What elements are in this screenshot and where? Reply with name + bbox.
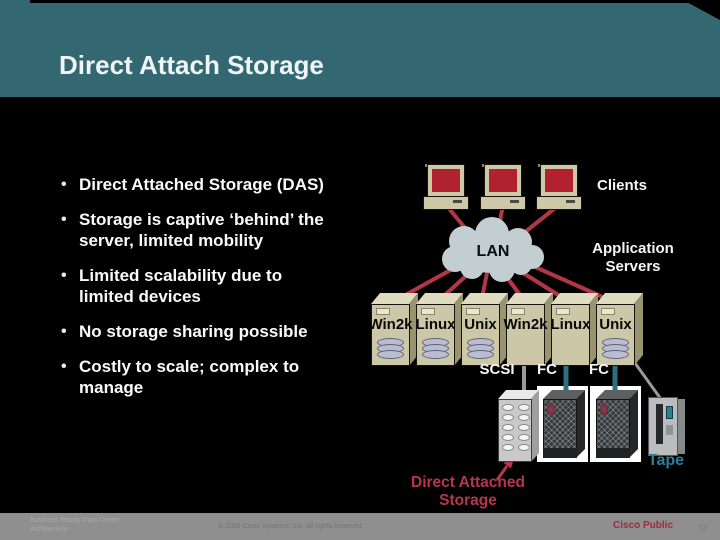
das-callout-line1: Direct Attached bbox=[411, 474, 525, 491]
tape-label: Tape bbox=[647, 452, 685, 469]
bullet-text: No storage sharing possible bbox=[79, 322, 308, 341]
server-side-face bbox=[454, 293, 463, 366]
internal-disk-stack-icon bbox=[467, 338, 494, 359]
das-callout-label: Direct Attached Storage bbox=[400, 474, 536, 510]
bullet-text: Limited scalability due to limited devic… bbox=[79, 266, 283, 306]
fc-label-right: FC bbox=[589, 361, 609, 378]
lan-label: LAN bbox=[476, 243, 510, 260]
client-drive-slot bbox=[566, 200, 575, 203]
client-base bbox=[481, 197, 525, 209]
storage-tower-side-face bbox=[629, 390, 638, 458]
tape-screen bbox=[666, 406, 673, 419]
storage-tower-icon bbox=[596, 390, 638, 458]
storage-tower-side-face bbox=[576, 390, 585, 458]
server-os-label: Linux bbox=[550, 316, 591, 333]
server-side-face bbox=[409, 293, 418, 366]
server-vent-slot bbox=[601, 308, 615, 315]
client-monitor bbox=[541, 165, 577, 196]
server-os-label: Win2k bbox=[503, 316, 548, 333]
client-computer-icon bbox=[481, 164, 525, 213]
tape-button bbox=[666, 425, 673, 435]
server-side-face bbox=[499, 293, 508, 366]
tape-slot bbox=[656, 404, 663, 444]
internal-disk-stack-icon bbox=[377, 338, 404, 359]
server-side-face bbox=[634, 293, 643, 366]
server-vent-slot bbox=[556, 308, 570, 315]
server-vent-slot bbox=[466, 308, 480, 315]
footer-bar: Business Ready Data Center Architecture … bbox=[0, 513, 720, 540]
disk-array-side-face bbox=[531, 390, 539, 462]
footer-page-number: 18 bbox=[699, 523, 708, 532]
scsi-label: SCSI bbox=[479, 361, 515, 378]
footer-copyright: © 2005 Cisco Systems, Inc. All rights re… bbox=[218, 523, 364, 530]
application-servers-line2: Servers bbox=[605, 258, 661, 275]
clients-label: Clients bbox=[597, 177, 648, 194]
bullet-item: Costly to scale; complex to manage bbox=[58, 356, 334, 398]
server-os-label: Linux bbox=[415, 316, 456, 333]
footer-classification: Cisco Public bbox=[613, 520, 674, 531]
server-side-face bbox=[589, 293, 598, 366]
server-vent-slot bbox=[511, 308, 525, 315]
internal-disk-stack-icon bbox=[602, 338, 629, 359]
storage-tower-logo bbox=[600, 403, 608, 416]
server-side-face bbox=[544, 293, 553, 366]
client-pixel bbox=[538, 164, 541, 167]
das-callout-line2: Storage bbox=[439, 492, 497, 509]
bullet-list: Direct Attached Storage (DAS) Storage is… bbox=[58, 174, 334, 412]
client-drive-slot bbox=[510, 200, 519, 203]
client-computer-icon bbox=[424, 164, 468, 213]
tape-side-face bbox=[678, 399, 685, 454]
bullet-item: Storage is captive ‘behind’ the server, … bbox=[58, 209, 334, 251]
fc-label-left: FC bbox=[537, 361, 557, 378]
server-os-label: Unix bbox=[464, 316, 497, 333]
server-top-face bbox=[596, 293, 643, 304]
footer-program-name: Business Ready Data Center Architecture bbox=[30, 517, 120, 534]
client-base bbox=[537, 197, 581, 209]
bullet-item: No storage sharing possible bbox=[58, 321, 334, 342]
bullet-item: Direct Attached Storage (DAS) bbox=[58, 174, 334, 195]
slide-header: Direct Attach Storage bbox=[0, 0, 720, 97]
top-border-strip bbox=[30, 0, 720, 3]
application-servers-label: Application Servers bbox=[578, 240, 688, 276]
bullet-text: Direct Attached Storage (DAS) bbox=[79, 175, 324, 194]
client-monitor bbox=[485, 165, 521, 196]
client-drive-slot bbox=[453, 200, 462, 203]
bullet-text: Costly to scale; complex to manage bbox=[79, 357, 300, 397]
application-servers-line1: Application bbox=[592, 240, 674, 257]
client-monitor bbox=[428, 165, 464, 196]
disk-array-top-face bbox=[498, 390, 539, 399]
client-pixel bbox=[482, 164, 485, 167]
page-title: Direct Attach Storage bbox=[59, 50, 324, 80]
server-os-label: Unix bbox=[599, 316, 632, 333]
tape-drive-icon bbox=[648, 397, 685, 456]
bullet-item: Limited scalability due to limited devic… bbox=[58, 265, 334, 307]
internal-disk-stack-icon bbox=[422, 338, 449, 359]
storage-tower-logo bbox=[547, 403, 555, 416]
client-computer-icon bbox=[537, 164, 581, 213]
client-pixel bbox=[425, 164, 428, 167]
storage-tower-icon bbox=[543, 390, 585, 458]
storage-tower-base bbox=[543, 448, 577, 458]
bullet-text: Storage is captive ‘behind’ the server, … bbox=[79, 210, 324, 250]
server-os-label: Win2k bbox=[368, 316, 413, 333]
client-base bbox=[424, 197, 468, 209]
server-vent-slot bbox=[376, 308, 390, 315]
disk-array-icon bbox=[498, 390, 539, 462]
footer-program-line2: Architecture bbox=[30, 525, 68, 533]
disk-array-slots bbox=[502, 404, 530, 451]
footer-program-line1: Business Ready Data Center bbox=[30, 517, 121, 524]
storage-tower-base bbox=[596, 448, 630, 458]
server-tower-icon: Unix bbox=[596, 293, 643, 366]
tape-body bbox=[648, 397, 678, 456]
server-vent-slot bbox=[421, 308, 435, 315]
